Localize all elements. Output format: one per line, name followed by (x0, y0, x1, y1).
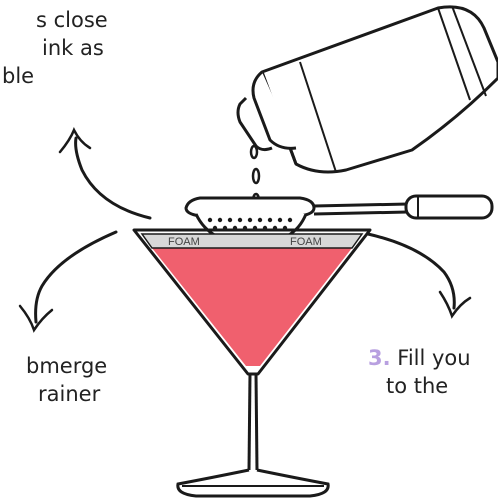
drip-drop (251, 167, 261, 185)
instruction-left: bmerge rainer (0, 352, 107, 408)
drink-liquid (152, 248, 352, 366)
strainer-icon (184, 194, 494, 246)
martini-glass-icon (132, 228, 372, 498)
instruction-left-line1: bmerge (26, 354, 108, 378)
instruction-right-line1-text: Fill you (390, 346, 471, 370)
instruction-right: 3. Fill you to the (368, 344, 471, 400)
step-number: 3. (368, 346, 391, 370)
cocktail-shaker-icon (236, 5, 498, 174)
arrow-to-left (34, 230, 118, 324)
instruction-top-left-line1: s close (36, 8, 108, 32)
instruction-right-line1: 3. Fill you (368, 344, 471, 372)
foam-label-left: FOAM (168, 236, 200, 248)
instruction-left-line2: rainer (38, 382, 101, 406)
curved-arrow-icon (18, 126, 472, 333)
drip-drop (249, 144, 259, 160)
instruction-top-left-line3: ble (2, 64, 35, 88)
foam-layer (140, 233, 364, 249)
instruction-top-left: s close ink as ble (2, 6, 108, 90)
instruction-top-left-line2: ink as (42, 36, 104, 60)
arrow-to-top-left (74, 136, 152, 220)
foam-label-right: FOAM (290, 236, 322, 248)
instruction-right-line2: to the (386, 374, 449, 398)
arrow-to-right (366, 232, 456, 310)
